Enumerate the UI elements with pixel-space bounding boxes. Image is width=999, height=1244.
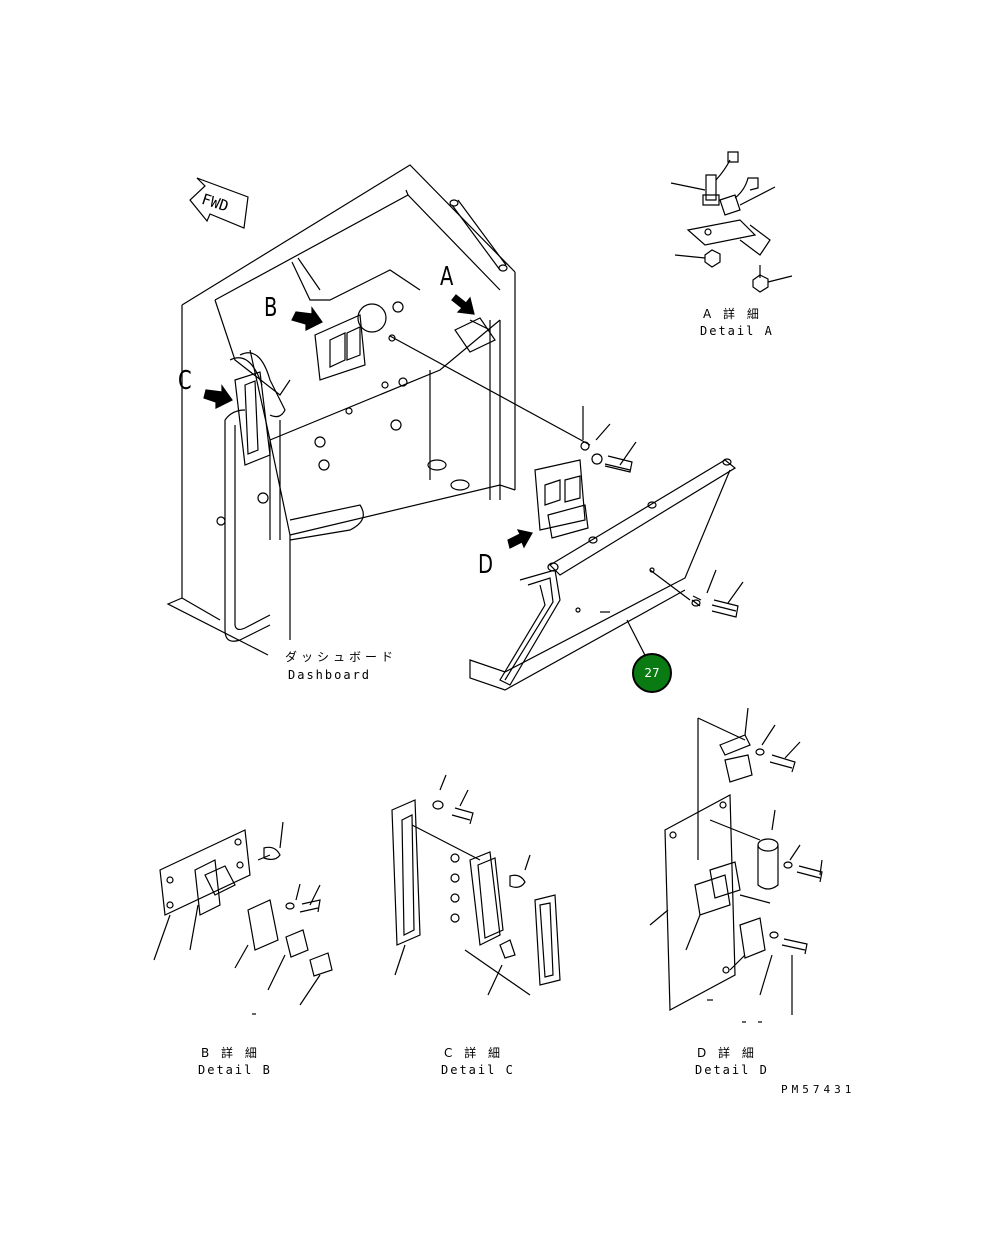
detail-b-label-en: Detail B (198, 1063, 272, 1077)
dashboard-label-jp: ダッシュボード (285, 650, 398, 664)
detail-a-label-en: Detail A (700, 324, 774, 338)
detail-c-label-en: Detail C (441, 1063, 515, 1077)
part-callout-27[interactable]: 27 (632, 653, 672, 693)
detail-d-bracket (390, 336, 636, 538)
detail-b-label-jp: B 詳 細 (201, 1046, 261, 1060)
view-letter-b: B (264, 293, 278, 323)
drawing-number: PM57431 (781, 1083, 856, 1096)
fwd-arrow-icon (190, 178, 248, 228)
view-letter-d: D (478, 550, 494, 580)
detail-c-label-jp: C 詳 細 (444, 1046, 505, 1060)
view-arrow-icon (204, 295, 532, 548)
view-letter-c: C (178, 366, 192, 396)
detail-d-label-jp: D 詳 細 (697, 1046, 758, 1060)
detail-d-parts (650, 708, 822, 1022)
view-letter-a: A (440, 262, 454, 292)
detail-a-parts (671, 152, 792, 292)
detail-b-parts (154, 822, 332, 1014)
detail-a-label-jp: A 詳 細 (703, 307, 763, 321)
detail-c-parts (392, 775, 560, 995)
detail-d-label-en: Detail D (695, 1063, 769, 1077)
dashboard-frame (168, 165, 515, 655)
cover-plate (470, 459, 743, 690)
dashboard-label-en: Dashboard (288, 668, 372, 682)
